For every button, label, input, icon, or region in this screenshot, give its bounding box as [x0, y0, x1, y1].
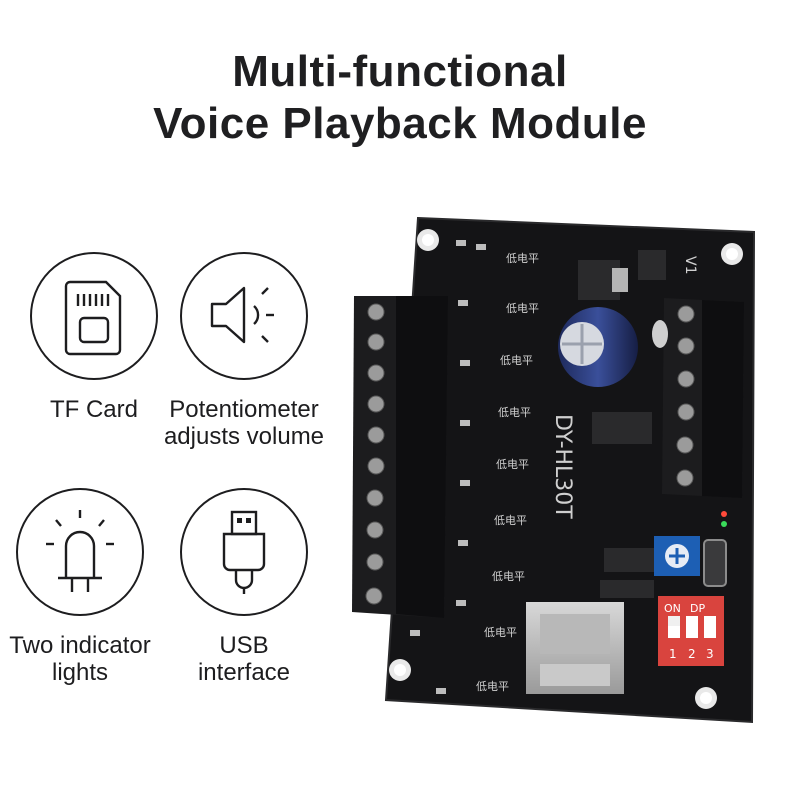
- feature-indicator-lights: Two indicator lights: [0, 488, 170, 686]
- electrolytic-capacitor: [558, 307, 638, 387]
- feature-potentiometer: Potentiometer adjusts volume: [154, 252, 334, 450]
- dip-num: 3: [706, 647, 714, 661]
- tf-card-icon: [30, 252, 158, 380]
- dip-num: 1: [669, 647, 677, 661]
- dip-switch: ON DP 1 2 3: [658, 596, 724, 666]
- led-light-icon: [16, 488, 144, 616]
- svg-text:低电平: 低电平: [476, 680, 509, 693]
- feature-label-line: USB: [219, 632, 269, 659]
- svg-text:低电平: 低电平: [484, 626, 517, 639]
- page-title-line-2: Voice Playback Module: [153, 99, 647, 148]
- board-model-text: DY-HL30T: [550, 414, 575, 519]
- smd-components: [410, 240, 486, 694]
- usb-port: [703, 539, 727, 587]
- potentiometer: [654, 536, 700, 576]
- right-terminal-block: [662, 298, 744, 498]
- feature-label-line: TF Card: [49, 396, 138, 423]
- feature-label-line: lights: [51, 659, 109, 686]
- led-green: [721, 521, 727, 527]
- feature-label-line: adjusts volume: [163, 423, 325, 450]
- led-red: [721, 511, 727, 517]
- svg-text:低电平: 低电平: [494, 514, 527, 527]
- svg-text:低电平: 低电平: [506, 252, 539, 265]
- feature-usb-interface: USB interface: [154, 488, 334, 686]
- usb-plug-icon: [180, 488, 308, 616]
- pcb-body: [386, 218, 754, 722]
- dip-on-label: ON: [664, 602, 681, 615]
- crystal: [652, 320, 668, 348]
- ic-chips: [578, 250, 666, 598]
- dip-dp-label: DP: [690, 602, 705, 615]
- svg-text:低电平: 低电平: [496, 458, 529, 471]
- page-title-line-1: Multi-functional: [232, 47, 568, 96]
- speaker-icon: [180, 252, 308, 380]
- feature-label-line: interface: [197, 659, 291, 686]
- svg-text:低电平: 低电平: [500, 354, 533, 367]
- svg-text:低电平: 低电平: [506, 302, 539, 315]
- mounting-holes: [389, 229, 743, 709]
- feature-label-line: Potentiometer: [169, 396, 319, 423]
- dip-num: 2: [688, 647, 696, 661]
- feature-label-line: Two indicator: [9, 632, 151, 659]
- tf-card-slot: [526, 602, 624, 694]
- svg-text:低电平: 低电平: [498, 406, 531, 419]
- pad-labels: 低电平 低电平 低电平 低电平 低电平 低电平 低电平 低电平 低电平: [476, 252, 539, 693]
- left-terminal-block: [352, 296, 448, 618]
- board-version-text: V1: [682, 256, 698, 274]
- feature-tf-card: TF Card: [4, 252, 184, 423]
- svg-text:低电平: 低电平: [492, 570, 525, 583]
